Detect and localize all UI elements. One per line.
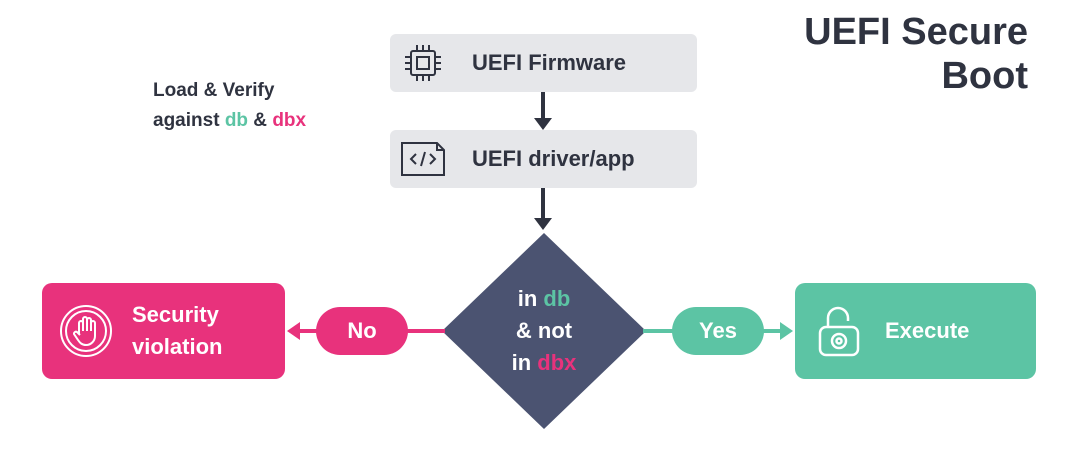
decision-line-3: in dbx: [512, 347, 577, 379]
note-line-1: Load & Verify: [153, 80, 275, 101]
note-db: db: [224, 110, 249, 131]
decision-line-2: & not: [515, 318, 573, 343]
note-line-2: against db & dbx: [153, 106, 306, 136]
execute-label: Execute: [885, 318, 970, 343]
uefi-firmware-box: UEFI Firmware: [390, 34, 697, 92]
arrow-driver-to-decision: [534, 188, 552, 230]
stop-hand-icon: [58, 303, 114, 359]
security-violation-box: Security violation: [42, 283, 285, 379]
load-verify-note: Load & Verify against db & dbx: [153, 76, 306, 136]
decision-diamond: in db & not in dbx: [442, 233, 646, 434]
code-file-icon: [398, 134, 448, 184]
no-branch-label: No: [316, 307, 408, 355]
execute-box: Execute: [795, 283, 1036, 379]
decision-dbx: dbx: [537, 350, 577, 375]
note-against: against: [153, 110, 225, 131]
arrow-firmware-to-driver: [534, 92, 552, 130]
yes-branch-label: Yes: [672, 307, 764, 355]
decision-line-1: in db: [518, 283, 571, 315]
decision-text: in db & not in dbx: [442, 233, 646, 429]
yes-arrow-head: [780, 322, 793, 340]
no-arrow-head: [287, 322, 300, 340]
uefi-firmware-label: UEFI Firmware: [472, 50, 627, 75]
note-dbx: dbx: [272, 110, 307, 131]
decision-in-2: in: [511, 350, 538, 375]
unlocked-padlock-icon: [811, 303, 867, 359]
uefi-driver-label: UEFI driver/app: [472, 146, 635, 171]
no-connector-line: [405, 329, 445, 333]
title-line-1: UEFI Secure: [804, 11, 1028, 53]
yes-arrow-line: [762, 329, 782, 333]
diagram-title: UEFI Secure Boot: [804, 10, 1028, 98]
violation-line-1: Security: [132, 302, 219, 327]
security-violation-label: Security violation: [132, 299, 222, 363]
title-line-2: Boot: [941, 55, 1028, 97]
note-amp: &: [248, 110, 273, 131]
violation-line-2: violation: [132, 334, 223, 359]
uefi-driver-box: UEFI driver/app: [390, 130, 697, 188]
no-arrow-line: [298, 329, 318, 333]
decision-db: db: [543, 286, 571, 311]
yes-connector-line: [643, 329, 675, 333]
chip-icon: [398, 38, 448, 88]
decision-in-1: in: [517, 286, 544, 311]
